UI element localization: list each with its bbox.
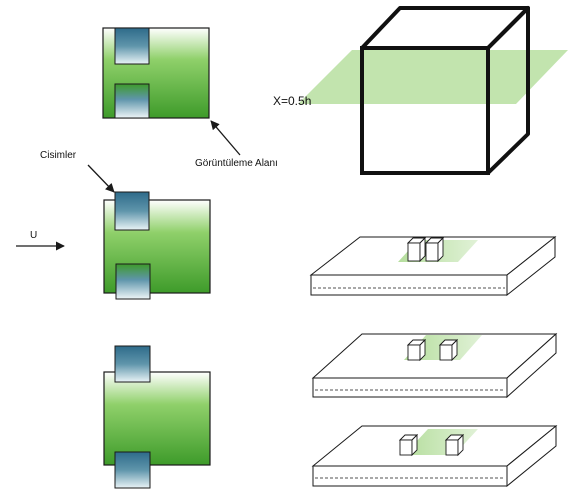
body-block xyxy=(114,83,150,119)
plane-label: X=0.5h xyxy=(273,94,311,108)
cube-body xyxy=(438,338,459,362)
view-area-rect xyxy=(103,371,211,466)
cube-body xyxy=(444,433,465,457)
cube-top-face xyxy=(360,6,530,50)
slab-front xyxy=(312,465,508,487)
view-area-panel-2 xyxy=(103,191,211,300)
bodies-pointer-arrow xyxy=(87,164,115,193)
cube-body xyxy=(398,433,419,457)
flow-label: U xyxy=(30,230,37,241)
body-block xyxy=(114,27,150,65)
view-area-label: Görüntüleme Alanı xyxy=(195,158,278,169)
slab-front xyxy=(310,274,508,296)
view-area-pointer-arrow xyxy=(210,120,241,156)
slab-view-1 xyxy=(309,235,557,297)
domain-cube xyxy=(298,6,568,175)
view-area-panel-3 xyxy=(103,345,211,489)
bodies-label: Cisimler xyxy=(40,150,77,161)
slab-view-2 xyxy=(311,332,558,399)
cut-plane xyxy=(298,50,568,104)
slab-view-3 xyxy=(311,424,558,488)
cube-body xyxy=(406,338,427,362)
slab-front xyxy=(312,377,508,398)
body-block xyxy=(114,191,150,231)
body-block xyxy=(114,345,151,383)
cube-body xyxy=(406,236,427,263)
body-block xyxy=(115,263,151,300)
cube-body xyxy=(424,236,445,263)
view-area-panel-1 xyxy=(102,27,210,119)
cube-right-face xyxy=(486,6,530,175)
body-block xyxy=(114,451,151,489)
